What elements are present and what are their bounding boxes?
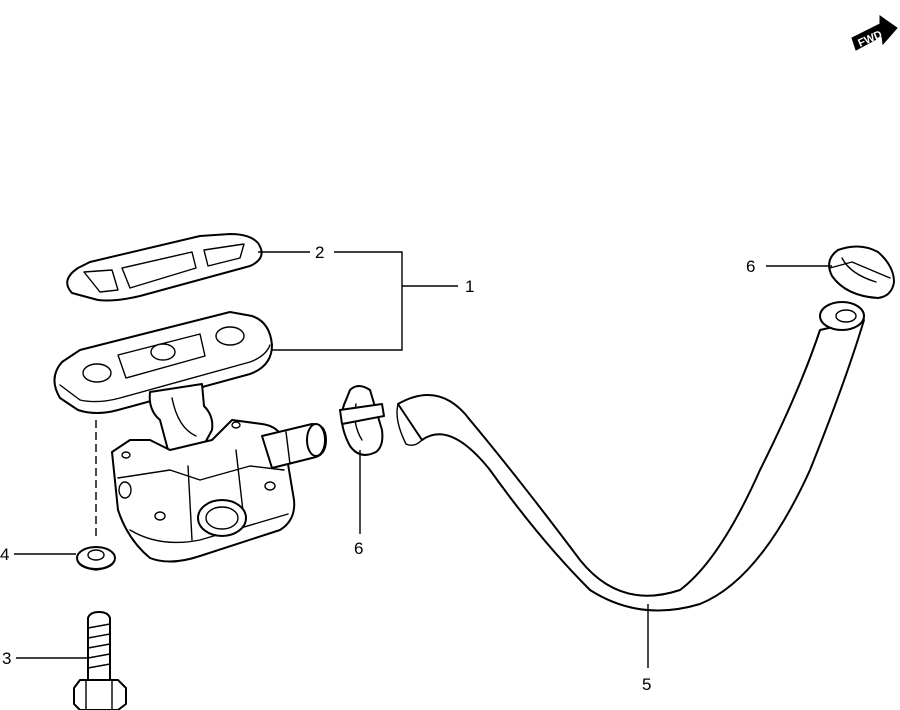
callout-1: 1 <box>465 277 474 296</box>
leader-lines <box>14 251 832 668</box>
leader-part-2-to-bracket <box>272 251 403 351</box>
hose-clip-part-6-lower <box>339 385 385 456</box>
callout-2: 2 <box>315 243 324 262</box>
bolt-part-3 <box>73 611 127 710</box>
callout-4: 4 <box>0 545 9 564</box>
callout-5: 5 <box>642 675 651 694</box>
washer-part-4 <box>76 546 116 571</box>
hose-clip-part-6-upper <box>828 245 895 299</box>
fuel-hose-part-5 <box>396 301 865 612</box>
fuel-cock-part-1 <box>53 311 327 563</box>
callout-labels: 1 2 3 4 5 6 6 <box>0 243 755 694</box>
callout-6-lower: 6 <box>354 539 363 558</box>
callout-3: 3 <box>2 649 11 668</box>
callout-6-upper: 6 <box>746 257 755 276</box>
fwd-arrow-icon: FWD <box>851 15 898 51</box>
fwd-label: FWD <box>856 29 884 50</box>
gasket-part-2 <box>66 233 263 302</box>
